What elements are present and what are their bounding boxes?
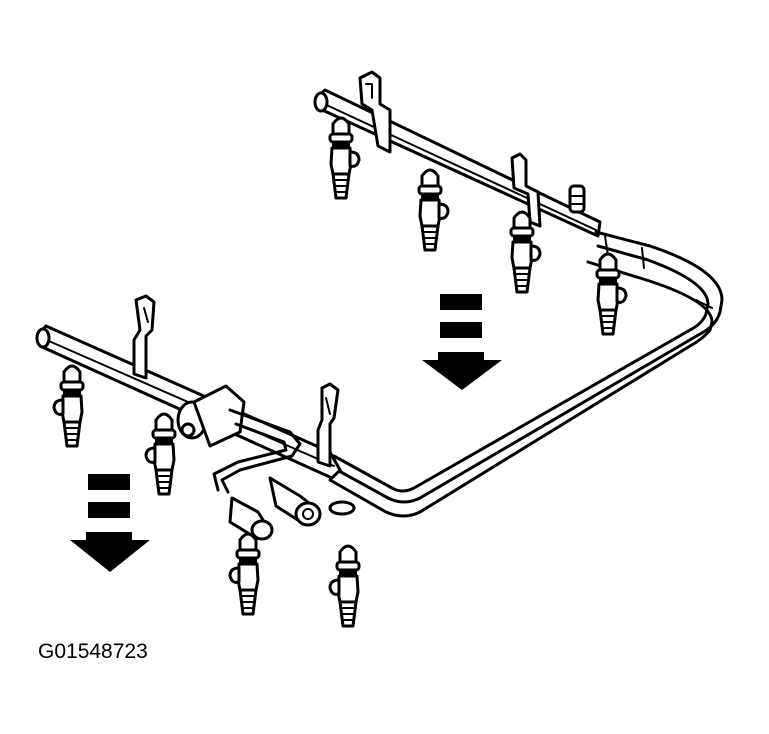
figure-caption: G01548723: [38, 640, 148, 663]
left-rail-bracket-1: [132, 294, 156, 380]
fuel-injector-right-2: [417, 168, 450, 252]
quick-connect-fitting-2: [268, 476, 322, 527]
pressure-test-port: [568, 184, 586, 214]
right-rail-bracket-2: [510, 152, 542, 228]
fuel-injector-right-1: [328, 116, 361, 200]
fuel-injector-removed-2: [330, 546, 359, 626]
fuel-injector-left-1: [54, 366, 83, 446]
fuel-injector-removed-1: [230, 534, 259, 614]
fuel-pressure-regulator: [176, 384, 302, 494]
left-rail-bracket-2: [316, 382, 340, 468]
quick-connect-fitting-1: [228, 496, 274, 541]
pipe-bracket-clip: [328, 500, 356, 516]
fuel-injector-right-4: [595, 252, 628, 336]
fuel-injector-left-2: [146, 414, 175, 494]
removal-direction-arrow-left: [70, 474, 150, 572]
removal-direction-arrow-right: [422, 294, 502, 390]
right-rail-bracket-1: [358, 70, 392, 154]
fuel-crossover-pipes: [328, 230, 724, 518]
